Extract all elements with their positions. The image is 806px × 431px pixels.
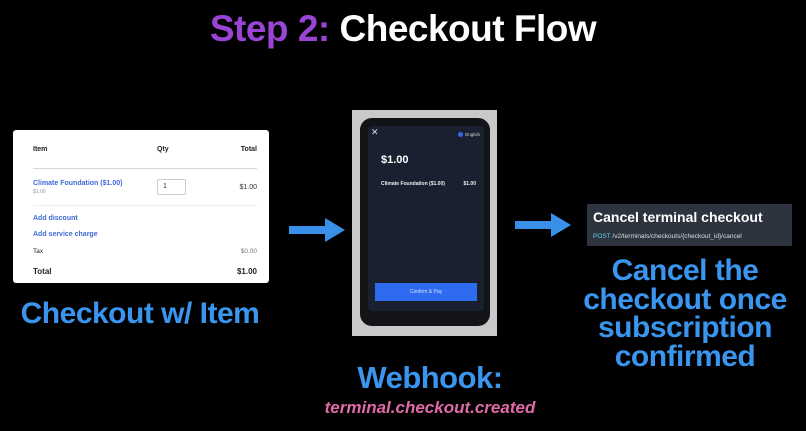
- tax-row: Tax $0.00: [33, 248, 257, 255]
- table-header: Item Qty Total: [33, 130, 257, 169]
- api-endpoint-box: Cancel terminal checkout POST /v2/termin…: [587, 204, 792, 246]
- arrow-right-icon: [515, 213, 571, 237]
- header-item: Item: [33, 145, 48, 153]
- arrow-right-icon: [289, 218, 345, 242]
- terminal-item-name: Climate Foundation ($1.00): [381, 181, 445, 187]
- header-total: Total: [240, 145, 257, 153]
- total-value: $1.00: [236, 267, 257, 276]
- language-selector[interactable]: English: [458, 132, 480, 137]
- total-row: Total $1.00: [33, 267, 257, 276]
- globe-icon: [458, 132, 464, 137]
- terminal-device: ✕ English $1.00 Climate Foundation ($1.0…: [360, 118, 490, 326]
- api-path: POST /v2/terminals/checkouts/{checkout_i…: [593, 233, 742, 240]
- http-method: POST: [593, 233, 611, 240]
- label-checkout-with-item: Checkout w/ Item: [20, 297, 260, 330]
- label-cancel-checkout: Cancel the checkout once subscription co…: [583, 254, 787, 373]
- checkout-card: Item Qty Total Climate Foundation ($1.00…: [13, 130, 269, 283]
- terminal-item-price: $1.00: [463, 181, 476, 187]
- total-label: Total: [33, 267, 52, 276]
- title-text: Checkout Flow: [329, 8, 597, 49]
- page-title: Step 2: Checkout Flow: [0, 8, 806, 50]
- api-title: Cancel terminal checkout: [593, 209, 763, 225]
- add-service-charge-link[interactable]: Add service charge: [33, 231, 98, 238]
- title-step: Step 2:: [209, 8, 330, 49]
- endpoint-path: /v2/terminals/checkouts/{checkout_id}/ca…: [610, 233, 742, 240]
- language-label: English: [465, 132, 480, 137]
- add-discount-link[interactable]: Add discount: [33, 215, 78, 222]
- table-row: Climate Foundation ($1.00) $1.00 1 $1.00: [33, 169, 257, 206]
- close-icon[interactable]: ✕: [371, 127, 379, 137]
- quantity-input[interactable]: 1: [157, 179, 186, 195]
- item-total: $1.00: [239, 183, 257, 191]
- webhook-event-name: terminal.checkout.created: [324, 398, 536, 417]
- terminal-amount: $1.00: [381, 154, 409, 166]
- header-qty: Qty: [157, 145, 169, 153]
- tax-label: Tax: [33, 248, 44, 255]
- tax-value: $0.00: [240, 248, 257, 255]
- terminal-screen: ✕ English $1.00 Climate Foundation ($1.0…: [368, 126, 484, 311]
- confirm-pay-button[interactable]: Confirm & Pay: [375, 283, 477, 301]
- label-webhook: Webhook:: [357, 360, 503, 395]
- item-price: $1.00: [33, 188, 46, 195]
- terminal-photo: ✕ English $1.00 Climate Foundation ($1.0…: [352, 110, 497, 336]
- terminal-line-item: Climate Foundation ($1.00) $1.00: [381, 181, 476, 187]
- item-name-link[interactable]: Climate Foundation ($1.00): [33, 179, 123, 187]
